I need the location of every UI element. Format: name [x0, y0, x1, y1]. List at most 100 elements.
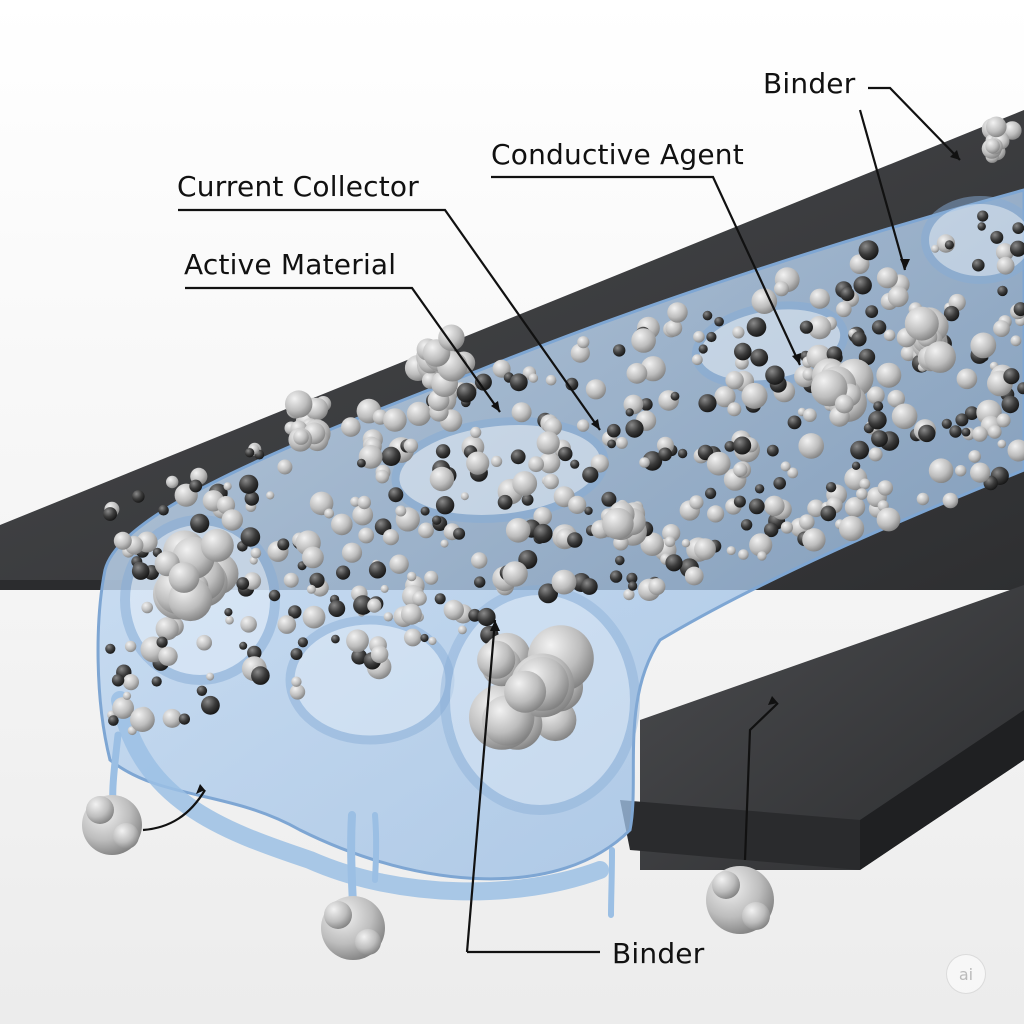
active-material-particle	[640, 532, 664, 556]
active-material-particle	[533, 507, 552, 526]
active-material-particle	[844, 497, 866, 518]
active-material-particle	[551, 569, 577, 595]
conductive-agent-particle	[580, 578, 598, 595]
conductive-agent-particle	[196, 685, 208, 696]
conductive-agent-particle	[132, 490, 145, 503]
active-material-particle	[648, 578, 666, 596]
active-material-particle	[639, 457, 650, 468]
conductive-agent-particle	[733, 436, 752, 455]
active-material-particle	[528, 373, 539, 383]
active-material-particle	[900, 345, 917, 362]
conductive-agent-particle	[420, 633, 429, 643]
conductive-agent-particle	[607, 439, 616, 449]
conductive-agent-particle	[625, 419, 644, 438]
active-material-particle	[942, 492, 959, 509]
conductive-agent-particle	[943, 305, 960, 322]
conductive-agent-particle	[705, 487, 717, 499]
active-material-particle	[970, 332, 997, 359]
conductive-agent-particle	[336, 565, 351, 580]
active-material-particle	[809, 288, 830, 309]
conductive-agent-particle	[224, 608, 233, 617]
active-material-particle	[667, 302, 688, 323]
active-material-particle	[400, 603, 422, 625]
active-material-particle	[543, 473, 559, 490]
active-material-particle	[512, 471, 538, 496]
active-material-agglomerate	[477, 640, 516, 679]
conductive-agent-particle	[787, 415, 802, 430]
active-material-particle	[358, 527, 375, 544]
active-material-particle	[502, 561, 528, 587]
active-material-particle	[380, 584, 389, 593]
active-material-particle	[331, 513, 353, 536]
active-material-particle	[511, 402, 532, 423]
conductive-agent-particle	[609, 570, 623, 583]
conductive-agent-particle	[570, 459, 580, 469]
active-material-particle	[876, 362, 902, 388]
conductive-agent-particle	[236, 577, 250, 590]
active-material-particle	[738, 549, 749, 560]
active-material-particle	[162, 708, 182, 728]
active-material-particle	[802, 528, 826, 552]
active-material-particle	[491, 455, 503, 467]
conductive-agent-particle	[434, 593, 446, 605]
conductive-agent-particle	[714, 316, 724, 327]
conductive-agent-particle	[497, 494, 513, 510]
active-material-particle	[774, 281, 789, 297]
active-material-particle	[615, 436, 628, 449]
active-material-particle	[993, 320, 1010, 337]
active-material-particle	[780, 461, 791, 472]
active-material-particle	[458, 625, 467, 635]
particle-cloud	[103, 116, 1024, 750]
conductive-agent-particle	[357, 458, 366, 468]
active-material-particle	[995, 243, 1014, 262]
active-material-particle	[576, 419, 590, 432]
active-material-particle	[346, 629, 369, 653]
active-material-particle	[266, 491, 275, 500]
active-material-particle	[741, 382, 768, 409]
conductive-agent-particle	[851, 461, 861, 470]
conductive-agent-particle	[453, 527, 466, 540]
conductive-agent-particle	[853, 276, 872, 295]
conductive-agent-particle	[538, 583, 558, 604]
active-material-particle	[122, 674, 139, 691]
active-material-particle	[839, 515, 865, 542]
conductive-agent-particle	[658, 447, 672, 462]
conductive-agent-particle	[858, 240, 879, 261]
conductive-agent-particle	[533, 523, 553, 544]
active-material-particle	[764, 495, 785, 517]
active-material-particle	[277, 459, 293, 475]
active-material-particle	[124, 640, 137, 653]
label-conductive-agent: Conductive Agent	[491, 138, 744, 171]
conductive-agent-particle	[239, 474, 259, 494]
active-material-particle	[470, 426, 482, 438]
label-current-collector: Current Collector	[177, 170, 419, 203]
conductive-agent-particle	[764, 522, 779, 538]
active-material-particle	[799, 514, 815, 530]
leader-binder-top-2	[858, 109, 907, 271]
active-material-particle	[714, 386, 736, 408]
active-material-particle	[528, 456, 544, 473]
conductive-agent-particle	[582, 466, 599, 483]
conductive-agent-particle	[297, 637, 308, 648]
active-material-particle	[113, 531, 132, 550]
active-material-particle	[466, 451, 490, 475]
active-material-particle	[403, 628, 422, 647]
conductive-agent-particle	[432, 515, 442, 525]
conductive-agent-particle	[388, 487, 404, 503]
hanging-agglomerates	[82, 795, 774, 960]
active-material-particle	[443, 599, 464, 621]
conductive-agent-particle	[615, 555, 625, 566]
conductive-agent-particle	[247, 645, 262, 661]
conductive-agent-particle	[865, 305, 879, 318]
active-material-particle	[694, 538, 716, 560]
conductive-agent-particle	[105, 643, 116, 654]
active-material-particle	[968, 450, 981, 463]
active-material-particle	[883, 329, 896, 342]
active-material-particle	[807, 315, 832, 340]
conductive-agent-particle	[189, 479, 203, 493]
conductive-agent-particle	[244, 491, 259, 506]
conductive-agent-particle	[103, 507, 117, 521]
active-material-particle	[536, 431, 560, 455]
